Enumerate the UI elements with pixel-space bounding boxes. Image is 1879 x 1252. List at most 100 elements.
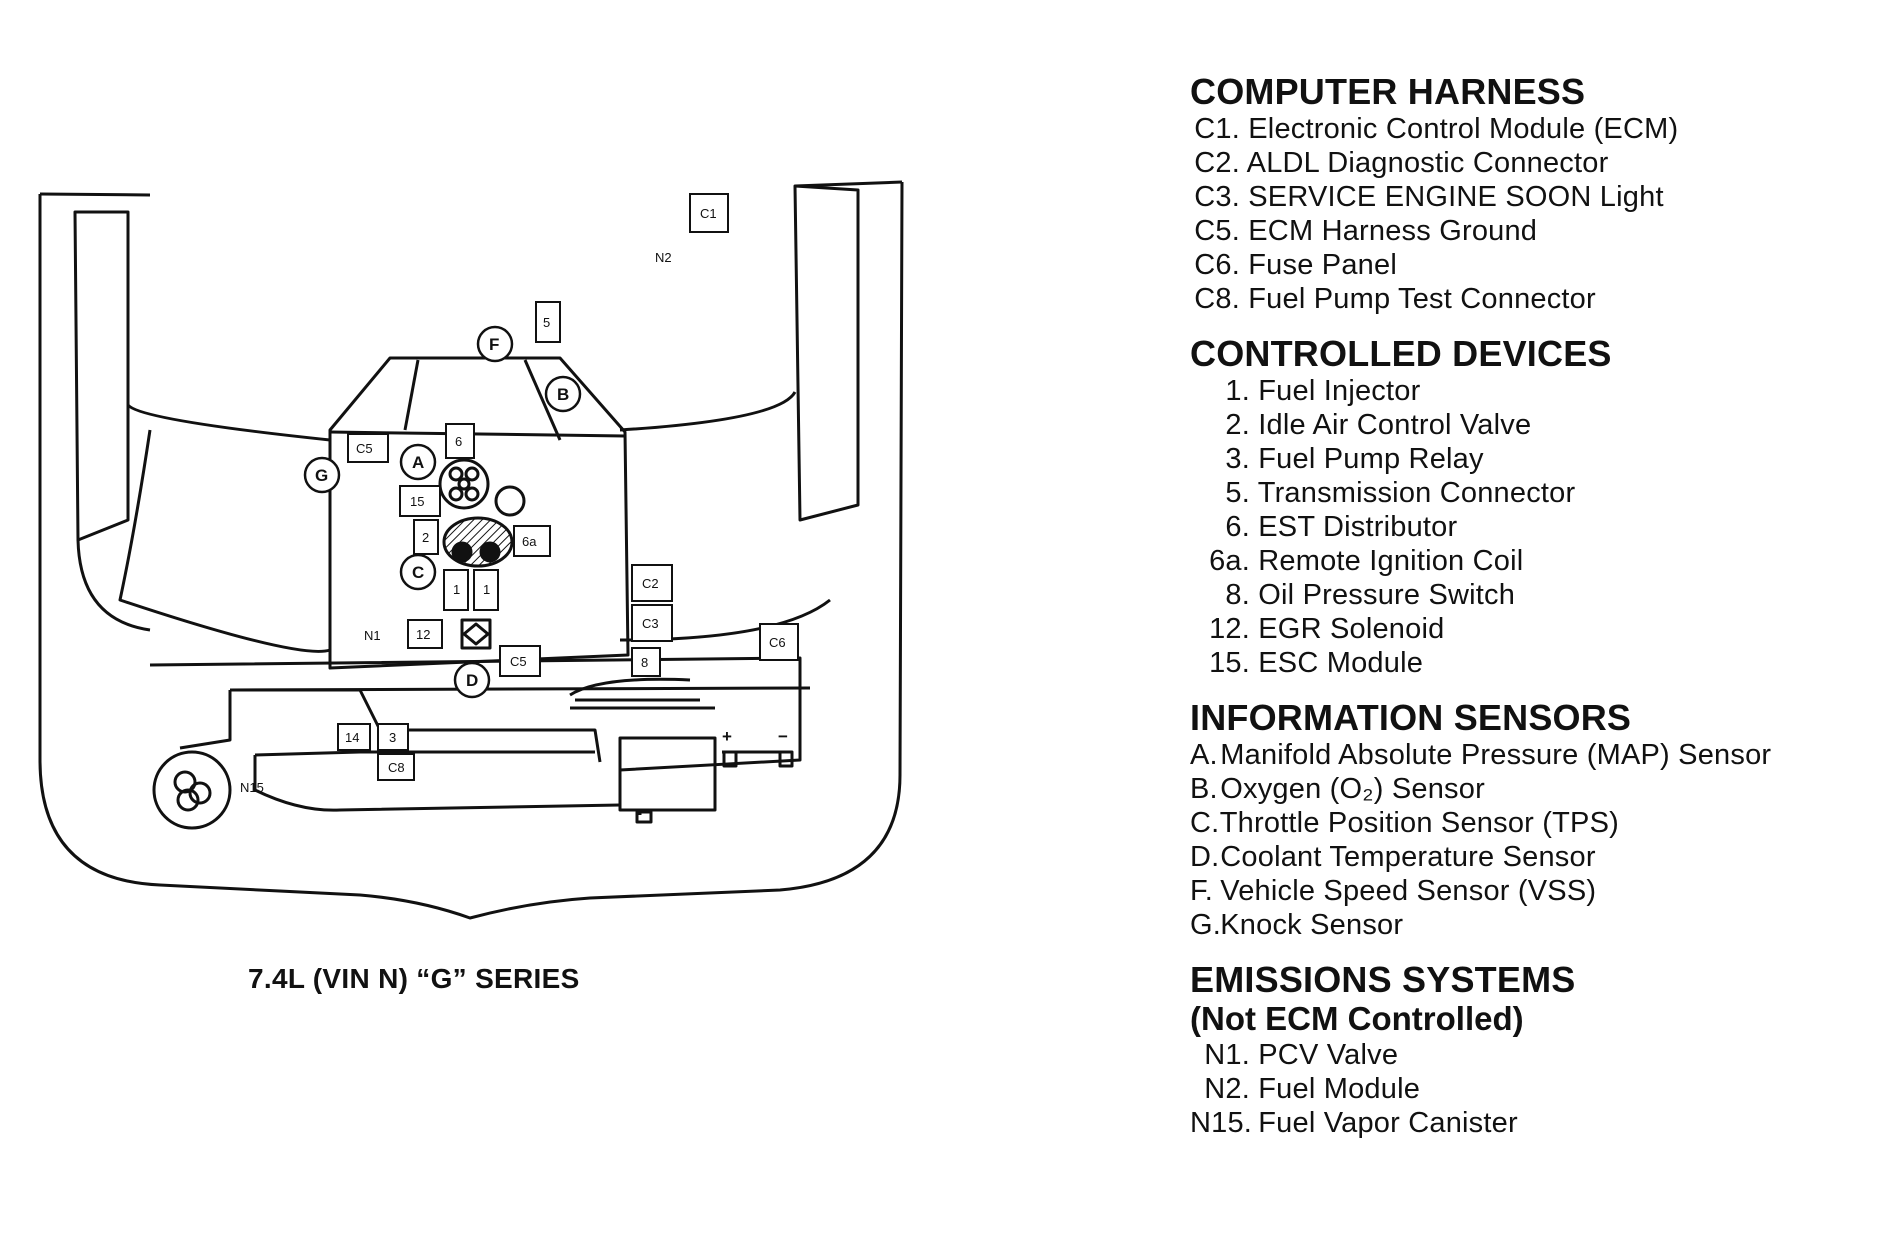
- label-1b: 1: [483, 582, 490, 597]
- vapor-canister: [152, 750, 232, 830]
- legend-item-code: N2.: [1204, 1073, 1250, 1105]
- item12-box: [407, 619, 443, 649]
- legend: COMPUTER HARNESS C1. Electronic Control …: [1190, 72, 1870, 1158]
- legend-item-code: C8.: [1194, 283, 1240, 315]
- legend-item: N15. Fuel Vapor Canister: [1190, 1106, 1870, 1140]
- legend-item-code: C2.: [1194, 147, 1240, 179]
- legend-information-sensors: INFORMATION SENSORS A. Manifold Absolute…: [1190, 698, 1870, 942]
- legend-item-text: Transmission Connector: [1257, 477, 1576, 509]
- legend-item-text: Knock Sensor: [1220, 909, 1404, 941]
- label-c5-top: C5: [356, 441, 373, 456]
- legend-item: B. Oxygen (O₂) Sensor: [1190, 772, 1870, 806]
- label-2: 2: [422, 530, 429, 545]
- legend-item-text: ECM Harness Ground: [1248, 215, 1538, 247]
- item1b-box: [473, 569, 499, 611]
- c5-top-box: [347, 433, 389, 463]
- legend-item-code: C5.: [1194, 215, 1240, 247]
- legend-item-text: EGR Solenoid: [1258, 613, 1445, 645]
- item8-box: [631, 647, 661, 677]
- diagram-caption: 7.4L (VIN N) “G” SERIES: [248, 963, 580, 994]
- legend-item: 3. Fuel Pump Relay: [1190, 442, 1870, 476]
- label-f: F: [489, 335, 499, 354]
- label-12: 12: [416, 627, 430, 642]
- battery: [618, 736, 717, 812]
- harness-list: C1. Electronic Control Module (ECM)C2. A…: [1190, 112, 1870, 316]
- legend-item-code: D.: [1190, 841, 1220, 873]
- legend-item: 2. Idle Air Control Valve: [1190, 408, 1870, 442]
- c6-box: [759, 623, 799, 661]
- legend-item-code: C.: [1190, 807, 1220, 839]
- label-c1: C1: [700, 206, 717, 221]
- item2-box: [413, 519, 439, 555]
- legend-item: D. Coolant Temperature Sensor: [1190, 840, 1870, 874]
- legend-item: C. Throttle Position Sensor (TPS): [1190, 806, 1870, 840]
- legend-item-code: 8.: [1225, 579, 1250, 611]
- heading-emissions-systems: EMISSIONS SYSTEMS: [1190, 959, 1576, 1000]
- legend-item-code: 3.: [1225, 443, 1250, 475]
- item14-box: [337, 723, 371, 751]
- legend-item-code: 15.: [1209, 647, 1250, 679]
- sensor-c-circle: [399, 553, 437, 591]
- item6a-box: [513, 525, 551, 557]
- legend-item-code: 5.: [1225, 477, 1250, 509]
- legend-item-code: C3.: [1194, 181, 1240, 213]
- label-g: G: [315, 466, 328, 485]
- legend-item: C1. Electronic Control Module (ECM): [1190, 112, 1870, 146]
- item15-box: [399, 485, 441, 517]
- legend-item: N2. Fuel Module: [1190, 1072, 1870, 1106]
- label-n15: N15: [240, 780, 264, 795]
- engine-compartment-diagram: C1 N2 5 F B C5 6 A G 15 2 6a C 1 1 C2 C3…: [38, 180, 904, 920]
- item3-box: [377, 723, 409, 751]
- c3-box: [631, 604, 673, 642]
- heading-information-sensors: INFORMATION SENSORS: [1190, 697, 1632, 738]
- legend-item-text: PCV Valve: [1258, 1039, 1399, 1071]
- body-outline: [38, 181, 904, 920]
- legend-item: N1. PCV Valve: [1190, 1038, 1870, 1072]
- label-c: C: [412, 563, 424, 582]
- label-b: B: [557, 385, 569, 404]
- legend-item: C8. Fuel Pump Test Connector: [1190, 282, 1870, 316]
- legend-item: 6. EST Distributor: [1190, 510, 1870, 544]
- legend-item-code: 2.: [1225, 409, 1250, 441]
- legend-item-code: N15.: [1190, 1107, 1253, 1139]
- label-d: D: [466, 671, 478, 690]
- legend-item-code: C6.: [1194, 249, 1240, 281]
- sensor-f-circle: [476, 325, 514, 363]
- heading-controlled-devices: CONTROLLED DEVICES: [1190, 333, 1612, 374]
- legend-item-text: Idle Air Control Valve: [1258, 409, 1532, 441]
- legend-item-text: Fuel Pump Test Connector: [1248, 283, 1596, 315]
- label-5: 5: [543, 315, 550, 330]
- legend-item-text: ALDL Diagnostic Connector: [1246, 147, 1609, 179]
- label-n1: N1: [364, 628, 381, 643]
- label-1a: 1: [453, 582, 460, 597]
- legend-item-code: F.: [1190, 875, 1213, 907]
- sensor-b-circle: [544, 375, 582, 413]
- label-c2: C2: [642, 576, 659, 591]
- legend-item-code: 6.: [1225, 511, 1250, 543]
- label-n2: N2: [655, 250, 672, 265]
- legend-item-text: Manifold Absolute Pressure (MAP) Sensor: [1220, 739, 1772, 771]
- sensor-a-circle: [399, 443, 437, 481]
- legend-item-text: ESC Module: [1258, 647, 1424, 679]
- subheading-not-ecm-controlled: (Not ECM Controlled): [1190, 1000, 1524, 1037]
- label-a: A: [412, 453, 424, 472]
- item6-box: [445, 423, 475, 459]
- legend-item: A. Manifold Absolute Pressure (MAP) Sens…: [1190, 738, 1870, 772]
- label-14: 14: [345, 730, 359, 745]
- legend-item-text: Remote Ignition Coil: [1258, 545, 1524, 577]
- c5-bottom-box: [499, 645, 541, 677]
- legend-item-text: Fuel Vapor Canister: [1258, 1107, 1518, 1139]
- sensors-list: A. Manifold Absolute Pressure (MAP) Sens…: [1190, 738, 1870, 942]
- legend-item: 5. Transmission Connector: [1190, 476, 1870, 510]
- legend-item-text: Fuel Pump Relay: [1258, 443, 1484, 475]
- legend-item-text: Throttle Position Sensor (TPS): [1219, 807, 1619, 839]
- legend-item: 15. ESC Module: [1190, 646, 1870, 680]
- label-c8: C8: [388, 760, 405, 775]
- legend-item-text: Electronic Control Module (ECM): [1248, 113, 1679, 145]
- legend-item-code: 1.: [1225, 375, 1250, 407]
- legend-item-code: 12.: [1209, 613, 1250, 645]
- legend-item: C3. SERVICE ENGINE SOON Light: [1190, 180, 1870, 214]
